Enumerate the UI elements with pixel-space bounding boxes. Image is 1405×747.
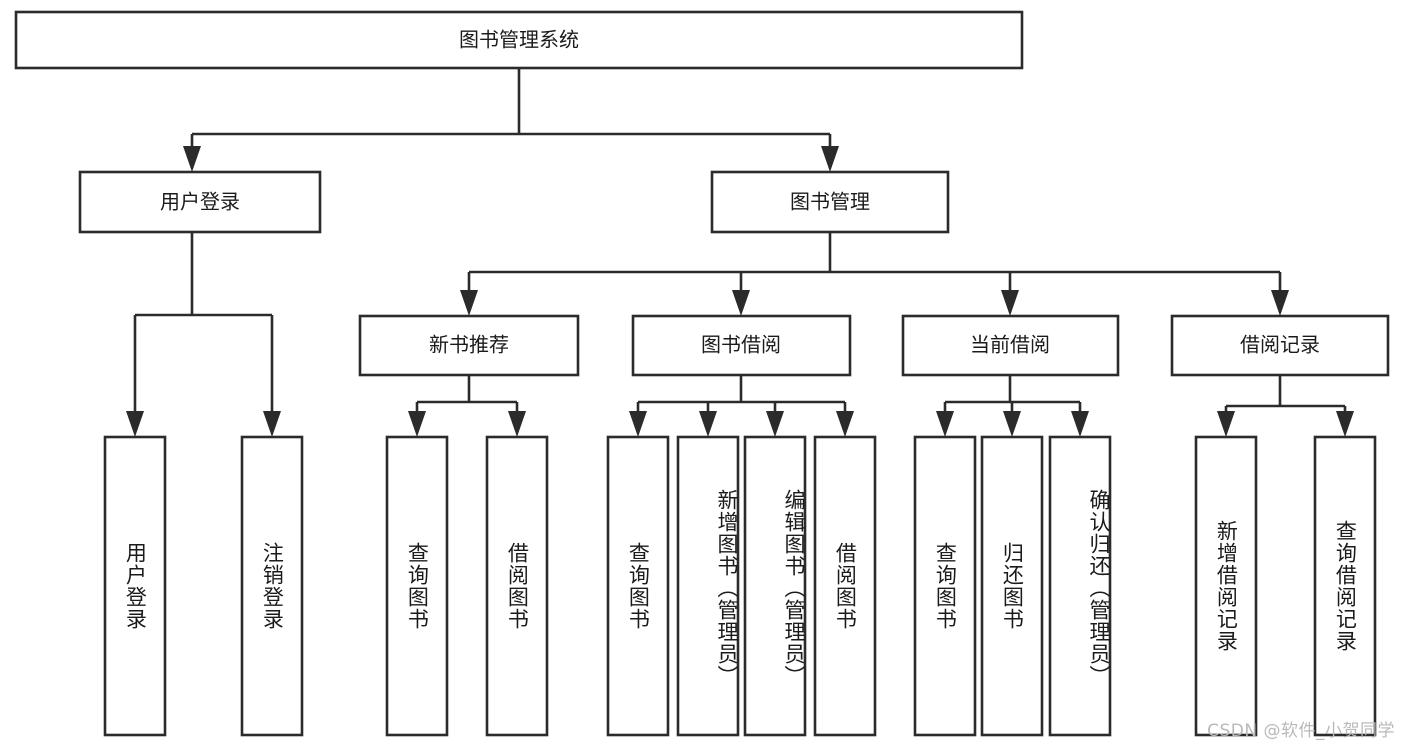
arrowhead-leaf-current-borrow-2: [1003, 411, 1021, 437]
node-book-mgmt[interactable]: 图书管理: [710, 170, 950, 234]
connector-group-book-mgmt: [460, 232, 1289, 316]
node-user-login-label: 用户登录: [160, 190, 240, 214]
arrowhead-leaf-user-login-1: [126, 411, 144, 437]
node-current-borrow-label: 当前借阅: [970, 333, 1050, 357]
arrowhead-leaf-book-borrow-3: [766, 411, 784, 437]
leaf-box-query-borrow-record[interactable]: [1313, 435, 1377, 737]
leaf-box-query-book-nb[interactable]: [385, 435, 449, 737]
connector-group-root: [183, 68, 839, 172]
leaf-box-query-book-cb[interactable]: [913, 435, 977, 737]
arrowhead-user-login: [183, 146, 201, 172]
leaf-box-edit-book-admin[interactable]: [743, 435, 807, 737]
arrowhead-book-borrow: [732, 290, 750, 316]
arrowhead-book-mgmt: [821, 146, 839, 172]
connector-group-borrow-record: [1217, 375, 1354, 437]
node-borrow-record-label: 借阅记录: [1240, 333, 1320, 357]
leaf-group-current-borrow: [913, 435, 1112, 737]
leaf-group-book-borrow: [606, 435, 877, 737]
leaf-box-add-book-admin[interactable]: [676, 435, 740, 737]
node-root-box[interactable]: [14, 10, 1024, 70]
connector-group-new-book: [408, 375, 526, 437]
arrowhead-leaf-new-book-1: [408, 411, 426, 437]
node-book-borrow-label: 图书借阅: [701, 333, 781, 357]
leaf-box-borrow-book-bb[interactable]: [813, 435, 877, 737]
arrowhead-leaf-new-book-2: [508, 411, 526, 437]
arrowhead-leaf-current-borrow-3: [1071, 411, 1089, 437]
arrowhead-leaf-current-borrow-1: [936, 411, 954, 437]
node-new-book-recommend-label: 新书推荐: [429, 333, 509, 357]
arrowhead-leaf-borrow-record-1: [1217, 411, 1235, 437]
arrowhead-current-borrow: [1001, 290, 1019, 316]
arrowhead-borrow-record: [1271, 290, 1289, 316]
csdn-watermark: CSDN @软件_小贺同学: [1207, 721, 1395, 741]
node-book-borrow-box[interactable]: [631, 314, 852, 377]
arrowhead-new-book: [460, 290, 478, 316]
arrowhead-leaf-borrow-record-2: [1336, 411, 1354, 437]
node-current-borrow-box[interactable]: [901, 314, 1120, 377]
arrowhead-leaf-book-borrow-2: [699, 411, 717, 437]
leaf-group-user-login: [103, 435, 304, 737]
arrowhead-leaf-user-login-2: [263, 411, 281, 437]
leaf-box-confirm-return-admin[interactable]: [1048, 435, 1112, 737]
node-borrow-record-box[interactable]: [1170, 314, 1390, 377]
leaf-group-new-book: [385, 435, 549, 737]
node-root-label: 图书管理系统: [459, 28, 579, 52]
arrowhead-leaf-book-borrow-4: [836, 411, 854, 437]
node-book-mgmt-box[interactable]: [710, 170, 950, 234]
connector-group-current-borrow: [936, 375, 1089, 437]
node-book-borrow[interactable]: 图书借阅: [631, 314, 852, 377]
connector-group-book-borrow: [629, 375, 854, 437]
node-current-borrow[interactable]: 当前借阅: [901, 314, 1120, 377]
node-user-login[interactable]: 用户登录: [78, 170, 322, 234]
node-root[interactable]: 图书管理系统: [14, 10, 1024, 70]
leaf-box-borrow-book-nb[interactable]: [485, 435, 549, 737]
node-book-mgmt-label: 图书管理: [790, 190, 870, 214]
arrowhead-leaf-book-borrow-1: [629, 411, 647, 437]
leaf-box-query-book-bb[interactable]: [606, 435, 670, 737]
leaf-box-add-borrow-record[interactable]: [1194, 435, 1258, 737]
node-new-book-recommend[interactable]: 新书推荐: [358, 314, 580, 377]
node-borrow-record[interactable]: 借阅记录: [1170, 314, 1390, 377]
node-new-book-recommend-box[interactable]: [358, 314, 580, 377]
leaf-box-user-login[interactable]: [103, 435, 167, 737]
node-user-login-box[interactable]: [78, 170, 322, 234]
leaf-box-return-book[interactable]: [980, 435, 1044, 737]
leaf-box-logout[interactable]: [240, 435, 304, 737]
connector-group-user-login: [126, 232, 281, 437]
leaf-group-borrow-record: [1194, 435, 1377, 737]
